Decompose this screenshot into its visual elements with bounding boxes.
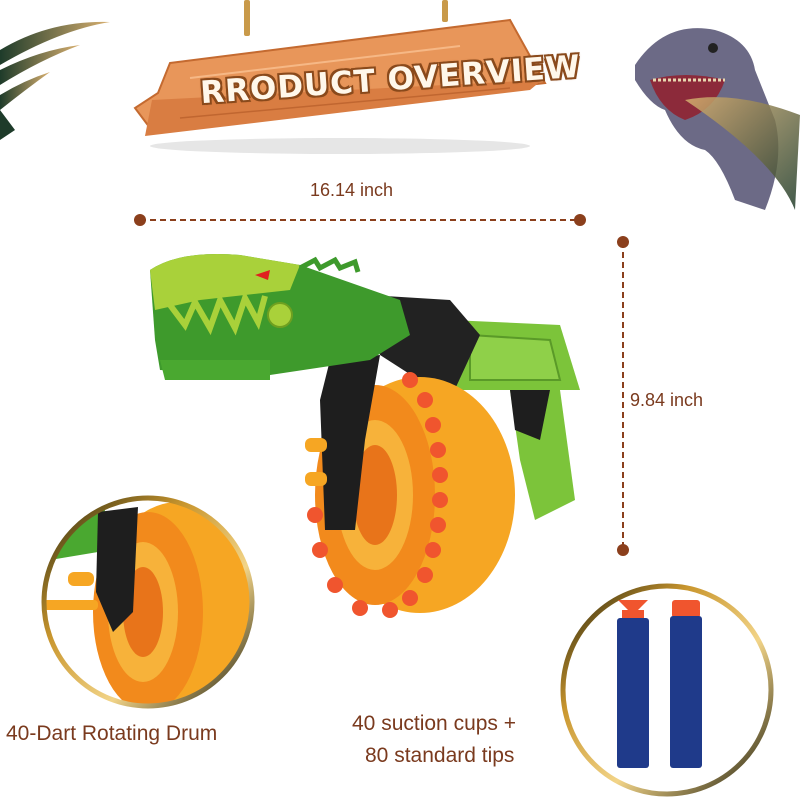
dinosaur-blaster-product-image (150, 254, 580, 618)
rope-left (244, 0, 250, 36)
drum-closeup-image (41, 495, 255, 709)
palm-leaf-decoration-left (0, 21, 110, 140)
rope-right (442, 0, 448, 22)
height-dimension-label: 9.84 inch (630, 390, 704, 410)
darts-feature-caption-line1: 40 suction cups + (352, 712, 517, 735)
width-dimension-label: 16.14 inch (310, 180, 394, 200)
darts-closeup-image (560, 583, 774, 797)
wooden-sign (133, 18, 547, 154)
t-rex-decoration (635, 28, 800, 210)
darts-feature-caption-line2: 80 standard tips (365, 744, 515, 767)
width-dimension-line (134, 214, 586, 226)
height-dimension-line (617, 236, 629, 556)
drum-feature-caption: 40-Dart Rotating Drum (6, 722, 218, 745)
